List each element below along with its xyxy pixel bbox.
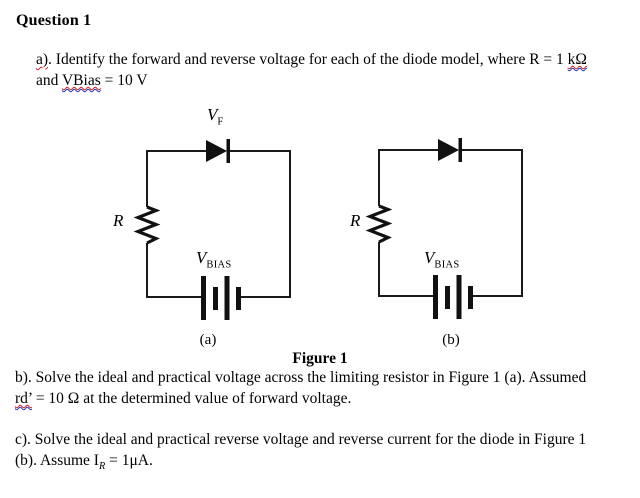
paragraph-a: a). Identify the forward and reverse vol… — [36, 51, 587, 89]
paragraph-c: c). Solve the ideal and practical revers… — [15, 431, 587, 473]
circuit-b-diagram — [365, 138, 523, 319]
vbias-label-b: VBIAS — [424, 248, 460, 271]
subfigure-label-a: (a) — [199, 332, 217, 348]
figure-caption: Figure 1 — [292, 350, 348, 367]
resistor-label-a: R — [113, 211, 124, 230]
battery-icon — [433, 275, 473, 319]
paragraph-b: b). Solve the ideal and practical voltag… — [15, 369, 587, 407]
forward-voltage-label: VF — [207, 105, 224, 128]
circuit-a-diagram — [133, 139, 291, 320]
resistor-icon — [133, 205, 161, 245]
circuit-b-wires — [378, 149, 523, 297]
battery-icon — [201, 276, 241, 320]
subfigure-label-b: (b) — [442, 332, 460, 348]
resistor-label-b: R — [350, 211, 361, 230]
diode-icon — [206, 139, 230, 163]
circuit-a-wires — [146, 150, 291, 298]
question-heading: Question 1 — [16, 12, 92, 29]
diode-icon — [438, 138, 462, 162]
vbias-label-a: VBIAS — [196, 248, 232, 271]
resistor-icon — [365, 204, 393, 244]
